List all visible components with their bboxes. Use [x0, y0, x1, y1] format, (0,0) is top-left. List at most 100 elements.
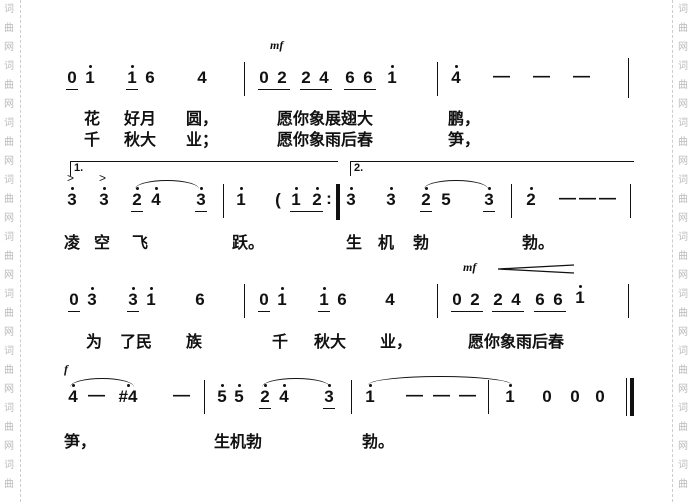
note: 1 [573, 285, 587, 307]
barline [351, 380, 352, 414]
watermark-char: 曲 [678, 194, 688, 205]
note: 4 [511, 290, 521, 309]
note: 6 [535, 290, 545, 309]
lyric: 愿你象展翅大 [277, 109, 374, 128]
watermark-char: 词 [4, 346, 14, 357]
watermark-char: 网 [678, 270, 688, 281]
watermark-char: 网 [678, 213, 688, 224]
watermark-char: 词 [678, 4, 688, 15]
note: 2 [301, 68, 311, 87]
lyric: 勃。 [362, 432, 395, 451]
note: 1 [144, 287, 158, 309]
note: 4 [66, 384, 80, 406]
watermark-char: 词 [678, 61, 688, 72]
note: 5 [441, 190, 451, 209]
watermark-char: 网 [4, 99, 14, 110]
watermark-char: 曲 [4, 479, 14, 490]
watermark-char: 词 [4, 232, 14, 243]
lyric: 圆， [186, 109, 219, 128]
watermark-char: 曲 [4, 23, 14, 34]
dash: — [173, 385, 190, 404]
dash: — [599, 188, 616, 207]
note: 0 [67, 68, 77, 87]
barline [511, 184, 512, 218]
volta-1: 1. [70, 161, 338, 176]
lyric: 了民 [120, 332, 153, 351]
watermark-char: 网 [678, 99, 688, 110]
lyric: 笋， [64, 432, 97, 451]
final-barline-thin [626, 378, 627, 416]
watermark-char: 曲 [4, 251, 14, 262]
watermark-char: 词 [4, 403, 14, 414]
dynamic-mf: mf [270, 38, 284, 52]
watermark-char: 词 [678, 289, 688, 300]
note: 3 [322, 384, 336, 406]
barline [488, 380, 489, 414]
note: 2 [277, 68, 287, 87]
watermark-char: 曲 [678, 80, 688, 91]
lyric: 秋大 [124, 130, 157, 149]
watermark-char: 网 [678, 156, 688, 167]
note: 4 [319, 68, 329, 87]
note: 4 [449, 65, 463, 87]
rest: 0 [570, 387, 580, 406]
dynamic-mf: mf [463, 260, 477, 274]
margin-line-right [672, 0, 673, 502]
note: #4 [116, 384, 140, 406]
lyric: 勃。 [522, 233, 555, 252]
watermark-char: 网 [678, 441, 688, 452]
watermark-char: 网 [4, 327, 14, 338]
watermark-char: 网 [4, 384, 14, 395]
note: 6 [363, 68, 373, 87]
crescendo-hairpin [497, 264, 575, 274]
note: 4 [197, 68, 207, 87]
note: 5 [232, 384, 246, 406]
lyric: 花 [84, 109, 101, 128]
watermark-char: 曲 [4, 365, 14, 376]
repeat-barline [336, 184, 340, 220]
note: 1 [317, 287, 331, 309]
watermark-char: 网 [4, 441, 14, 452]
lyric: 勃 [413, 233, 430, 252]
lyric: 鹏， [448, 109, 481, 128]
watermark-char: 词 [678, 175, 688, 186]
watermark-char: 词 [678, 460, 688, 471]
lyric: 业； [186, 130, 219, 149]
lyric: 千 [84, 130, 101, 149]
note: 0 [259, 290, 269, 309]
watermark-char: 词 [4, 61, 14, 72]
watermark-left: 词曲网词曲网词曲网词曲网词曲网词曲网词曲网词曲网词曲 [0, 0, 18, 494]
dash: — [433, 385, 450, 404]
watermark-char: 曲 [4, 137, 14, 148]
lyric: 生机勃 [214, 432, 263, 451]
note: 3 [85, 287, 99, 309]
note: 6 [195, 290, 205, 309]
dash: — [406, 385, 423, 404]
watermark-char: 网 [4, 42, 14, 53]
note: 4 [385, 290, 395, 309]
barline [244, 62, 245, 96]
watermark-char: 曲 [4, 422, 14, 433]
dash: — [459, 385, 476, 404]
note: 3 [97, 169, 111, 209]
barline [628, 58, 629, 98]
watermark-char: 曲 [678, 422, 688, 433]
lyric: 族 [186, 332, 203, 351]
note: 1 [125, 65, 139, 87]
note: 4 [149, 187, 163, 209]
dash: — [579, 188, 596, 207]
final-barline-thick [630, 378, 634, 416]
note: 3 [194, 187, 208, 209]
note: 3 [482, 187, 496, 209]
dynamic-f: f [64, 362, 68, 376]
watermark-char: 网 [678, 327, 688, 338]
note: 1 [385, 65, 399, 87]
barline [628, 284, 629, 318]
note: 3 [65, 169, 79, 209]
note: 4 [277, 384, 291, 406]
volta-2: 2. [350, 161, 634, 176]
lyric: 好月 [124, 109, 157, 128]
note: 3 [344, 187, 358, 209]
lyric: 机 [378, 233, 395, 252]
